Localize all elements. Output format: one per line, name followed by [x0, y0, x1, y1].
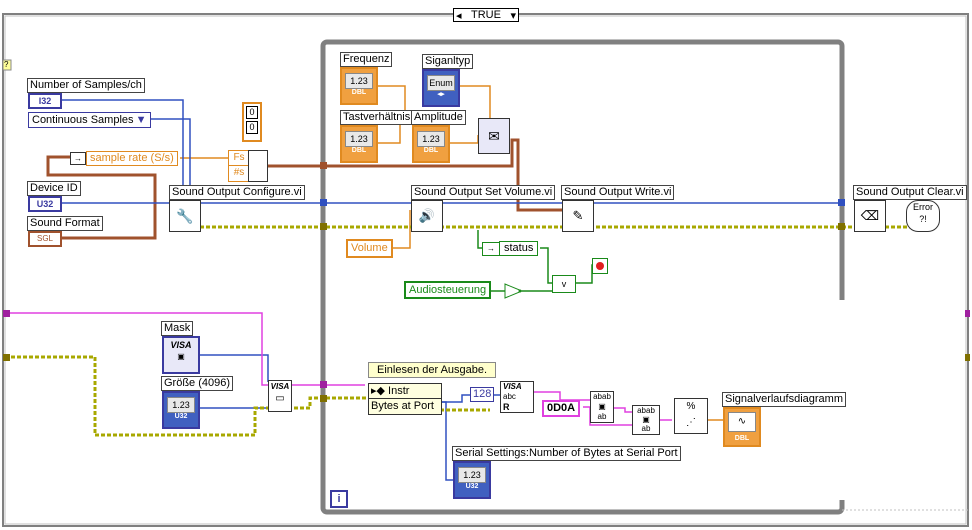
or-node[interactable]: v: [552, 275, 576, 293]
serial-settings-label: Serial Settings:Number of Bytes at Seria…: [452, 446, 681, 461]
bytes-at-port-property[interactable]: Bytes at Port: [371, 400, 434, 412]
groesse-type: U32: [174, 413, 188, 420]
visa-resource-icon: ▣: [177, 352, 185, 361]
status-unbundle[interactable]: status: [499, 241, 539, 256]
or-glyph: v: [561, 279, 567, 289]
pencil-icon: ✎: [572, 208, 584, 223]
amplitude-type: DBL: [423, 147, 439, 154]
number-of-samples-control[interactable]: I32: [28, 93, 62, 109]
visa-configure-vi[interactable]: VISA ▭: [268, 380, 292, 412]
set-volume-vi-label: Sound Output Set Volume.vi: [411, 185, 556, 200]
sound-format-control[interactable]: SGL: [28, 231, 62, 247]
search-replace-string-icon[interactable]: abab▣ab: [590, 391, 614, 423]
visa-read-vi[interactable]: VISA abc R: [500, 381, 534, 413]
signaltyp-control[interactable]: Enum ◂▸: [422, 69, 460, 107]
waveform-generator-vi[interactable]: ✉: [478, 118, 510, 154]
mask-label: Mask: [161, 321, 194, 336]
audiosteuerung-control[interactable]: Audiosteuerung: [404, 281, 492, 299]
decrement-arrow-icon[interactable]: ◂: [456, 9, 462, 22]
sound-format-label: Sound Format: [27, 216, 103, 231]
error-text: Error: [913, 202, 933, 212]
amplitude-value: 1.23: [417, 131, 445, 147]
unbundle-node[interactable]: [248, 150, 268, 182]
frequenz-control[interactable]: 1.23 DBL: [340, 67, 378, 105]
volume-local-variable[interactable]: Volume: [346, 239, 393, 258]
tastverhaeltnis-label: Tastverhältnis: [340, 110, 414, 125]
groesse-label: Größe (4096): [161, 376, 234, 391]
device-id-label: Device ID: [27, 181, 81, 196]
mask-control[interactable]: VISA ▣: [162, 336, 200, 374]
bytes-constant[interactable]: 128: [470, 387, 495, 402]
serial-port-icon: ▭: [275, 393, 285, 404]
speaker-wrench-icon: 🔧: [176, 208, 194, 224]
tastverhaeltnis-control[interactable]: 1.23 DBL: [340, 125, 378, 163]
frequenz-value: 1.23: [345, 73, 373, 89]
comment-label: Einlesen der Ausgabe.: [368, 362, 497, 378]
visa-text: VISA: [170, 340, 192, 350]
bundle-arrow-icon: →: [70, 152, 86, 165]
property-node[interactable]: ▸◆ Instr Bytes at Port: [368, 383, 442, 415]
signaltyp-type: Enum: [427, 75, 455, 91]
case-selector-value: TRUE: [471, 9, 501, 21]
sound-output-clear-vi[interactable]: ⌫: [854, 200, 886, 232]
serial-bytes-type: U32: [465, 483, 479, 490]
sample-mode-value: Continuous Samples: [32, 114, 134, 126]
instr-class-text: Instr: [388, 385, 410, 397]
sound-output-write-vi[interactable]: ✎: [562, 200, 594, 232]
bundle-fs-label: Fs: [233, 152, 245, 163]
visa-configure-text: VISA: [270, 382, 290, 391]
signalverlauf-type: DBL: [734, 435, 750, 442]
unbundle-arrow-icon: →: [482, 242, 500, 256]
groesse-control[interactable]: 1.23 U32: [162, 391, 200, 429]
cluster-element-bottom: 0: [246, 121, 258, 134]
serial-bytes-value: 1.23: [458, 467, 486, 483]
hex-string-constant[interactable]: 0D0A: [542, 400, 581, 417]
write-vi-label: Sound Output Write.vi: [561, 185, 675, 200]
signaltyp-arrows-icon: ◂▸: [437, 91, 445, 98]
error-qmark: ?!: [919, 214, 927, 224]
cluster-constant[interactable]: 0 0: [242, 102, 262, 142]
visa-read-text: VISA: [503, 382, 522, 391]
tastverhaeltnis-value: 1.23: [345, 131, 373, 147]
dropdown-arrow-icon[interactable]: ▾: [510, 9, 516, 22]
volume-speaker-icon: 🔊: [418, 208, 436, 223]
case-selector[interactable]: ◂ TRUE ▾: [453, 8, 519, 22]
dropdown-arrow-icon[interactable]: ▼: [135, 114, 147, 126]
groesse-value: 1.23: [167, 397, 195, 413]
device-id-control[interactable]: U32: [28, 196, 62, 212]
sample-mode-ring[interactable]: Continuous Samples ▼: [28, 112, 151, 128]
iteration-terminal[interactable]: i: [330, 490, 348, 508]
amplitude-label: Amplitude: [411, 110, 466, 125]
clear-vi-label: Sound Output Clear.vi: [853, 185, 967, 200]
signaltyp-label: Siganltyp: [422, 54, 474, 69]
configure-vi-label: Sound Output Configure.vi: [169, 185, 305, 200]
frequenz-label: Frequenz: [340, 52, 393, 67]
sample-rate-constant: sample rate (S/s): [86, 151, 178, 166]
sound-output-configure-vi[interactable]: 🔧: [169, 200, 201, 232]
bundle-samples-label: #s: [229, 165, 249, 180]
envelope-icon: ✉: [488, 128, 500, 144]
match-pattern-icon[interactable]: abab▣ab: [632, 405, 660, 435]
simple-error-handler[interactable]: Error ?!: [906, 200, 940, 232]
help-icon[interactable]: ?: [4, 60, 9, 69]
stop-icon: [596, 262, 604, 270]
cluster-element-top: 0: [246, 106, 258, 119]
tastverhaeltnis-type: DBL: [351, 147, 367, 154]
sound-output-set-volume-vi[interactable]: 🔊: [411, 200, 443, 232]
signalverlauf-label: Signalverlaufsdiagramm: [722, 392, 846, 407]
serial-bytes-indicator[interactable]: 1.23 U32: [453, 461, 491, 499]
property-node-class: ▸◆ Instr: [369, 384, 441, 399]
string-to-number-icon[interactable]: %⋰: [674, 398, 708, 434]
number-of-samples-label: Number of Samples/ch: [27, 78, 145, 93]
signalverlauf-indicator[interactable]: ∿ DBL: [723, 407, 761, 447]
eraser-icon: ⌫: [860, 208, 880, 223]
bundle-node[interactable]: Fs #s: [228, 150, 250, 182]
frequenz-type: DBL: [351, 89, 367, 96]
amplitude-control[interactable]: 1.23 DBL: [412, 125, 450, 163]
abc-text: abc: [503, 392, 516, 401]
stop-terminal[interactable]: [592, 258, 608, 274]
waveform-graph-icon: ∿: [728, 412, 756, 432]
read-r-text: R: [503, 402, 510, 412]
